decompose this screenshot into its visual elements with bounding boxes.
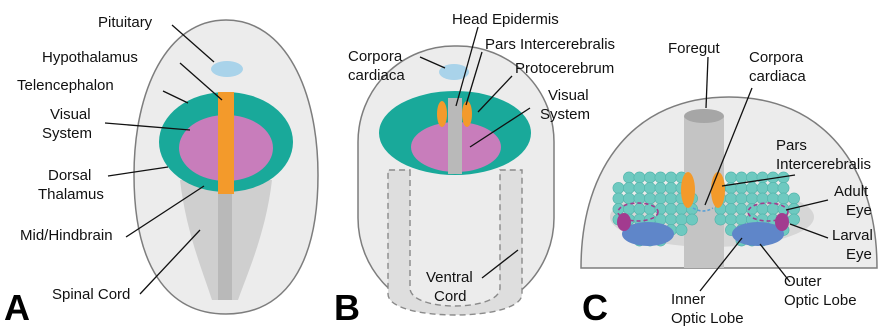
panel-c-corpora-cardiaca-label-1: Corpora [749,49,804,66]
panel-b-protocerebrum-label: Protocerebrum [515,60,614,77]
panel-c-corpora-cardiaca-label-2: cardiaca [749,68,806,85]
neuroblast-cell [757,182,768,193]
panel-b-ventral-cord-label-1: Ventral [426,269,473,286]
panel-b-visual-system-label-1: Visual [548,87,589,104]
panel-a-letter: A [4,287,30,327]
panel-c-adult-eye-label-2: Eye [846,202,872,219]
neuroblast-cell [665,214,676,225]
neuroblast-cell [634,172,645,183]
panel-a-pituitary-shape [211,61,243,77]
neuroblast-cell [767,182,778,193]
neuroblast-cell [623,193,634,204]
neuroblast-cell [676,214,687,225]
panel-b-pars-intercerebralis-label: Pars Intercerebralis [485,36,615,53]
panel-a-visual-system-label-1: Visual [50,106,91,123]
panel-a-pituitary-label: Pituitary [98,14,153,31]
panel-b-head-epidermis-shape [448,98,462,174]
panel-c-pars-intercerebralis-label-1: Pars [776,137,807,154]
neuroblast-cell [644,172,655,183]
panel-c-outer-optic-lobe-label-2: Optic Lobe [784,292,857,309]
neuroblast-cell [736,214,747,225]
neuroblast-cell [613,193,624,204]
panel-a-hypothalamus-label: Hypothalamus [42,49,138,66]
panel-c-larval-eye-label-2: Eye [846,246,872,263]
panel-b-pars-intercerebralis-left [437,101,447,127]
panel-c-left-larval-eye-shape [617,213,631,231]
neuroblast-cell [767,203,778,214]
panel-c-letter: C [582,287,608,327]
neuroblast-cell [665,203,676,214]
panel-c-right-pars-shape [711,172,725,208]
panel-c-foregut-top [684,109,724,123]
neuroblast-cell [736,172,747,183]
neuroblast-cell [725,203,736,214]
neuroblast-cell [613,182,624,193]
panel-c-pars-intercerebralis-label-2: Intercerebralis [776,156,871,173]
neuroblast-cell [623,182,634,193]
panel-a-mid-hindbrain-label: Mid/Hindbrain [20,227,113,244]
panel-c-outer-optic-lobe-label-1: Outer [784,273,822,290]
neuroblast-cell [788,214,799,225]
neuroblast-cell [634,182,645,193]
neuroblast-cell [676,224,687,235]
panel-c-right-larval-eye-shape [775,213,789,231]
neuroblast-cell [757,203,768,214]
neuroblast-cell [725,193,736,204]
panel-b-visual-system-label-2: System [540,106,590,123]
panel-b-pars-intercerebralis-right [462,101,472,127]
neuroblast-cell [757,172,768,183]
neuroblast-cell [634,203,645,214]
neuroblast-cell [655,172,666,183]
neuroblast-cell [665,182,676,193]
panel-c-larval-eye-label-1: Larval [832,227,873,244]
panel-a-spinal-cord-label: Spinal Cord [52,286,130,303]
panel-b: Corpora cardiaca Head Epidermis Pars Int… [334,11,615,327]
panel-c-inner-optic-lobe-label-2: Optic Lobe [671,310,744,327]
neuroblast-cell [725,172,736,183]
neuroblast-cell [778,182,789,193]
panel-a: Pituitary Hypothalamus Telencephalon Vis… [4,14,318,327]
neuroblast-cell [655,182,666,193]
panel-b-corpora-cardiaca-label-2: cardiaca [348,67,405,84]
neuroblast-cell [736,193,747,204]
neuroblast-cell [623,172,634,183]
neuroblast-cell [725,214,736,225]
neuroblast-cell [778,193,789,204]
panel-b-corpora-cardiaca-label-1: Corpora [348,48,403,65]
panel-a-hypothalamus-shape [218,92,234,194]
neuroblast-cell [715,214,726,225]
panel-a-telencephalon-label: Telencephalon [17,77,114,94]
neuroblast-cell [644,193,655,204]
neuroblast-cell [655,203,666,214]
neuroblast-cell [746,182,757,193]
neuroblast-cell [665,172,676,183]
panel-a-dorsal-thalamus-label-2: Thalamus [38,186,104,203]
neuroblast-cell [665,193,676,204]
panel-a-visual-system-label-2: System [42,125,92,142]
neuroblast-cell [788,193,799,204]
neuroblast-cell [655,193,666,204]
neuroblast-cell [736,203,747,214]
panel-c: Foregut Corpora cardiaca Pars Intercereb… [581,40,877,327]
neuroblast-cell [746,193,757,204]
neuroblast-cell [644,203,655,214]
panel-a-midline [218,180,232,300]
panel-b-head-epidermis-label: Head Epidermis [452,11,559,28]
neuroblast-cell [757,193,768,204]
panel-a-dorsal-thalamus-label-1: Dorsal [48,167,91,184]
panel-c-foregut-label: Foregut [668,40,721,57]
panel-b-letter: B [334,287,360,327]
neuroblast-cell [686,214,697,225]
panel-c-left-pars-shape [681,172,695,208]
panel-c-inner-optic-lobe-label-1: Inner [671,291,705,308]
panel-c-adult-eye-label-1: Adult [834,183,869,200]
neuroblast-cell [644,182,655,193]
panel-b-ventral-cord-label-2: Cord [434,288,467,305]
